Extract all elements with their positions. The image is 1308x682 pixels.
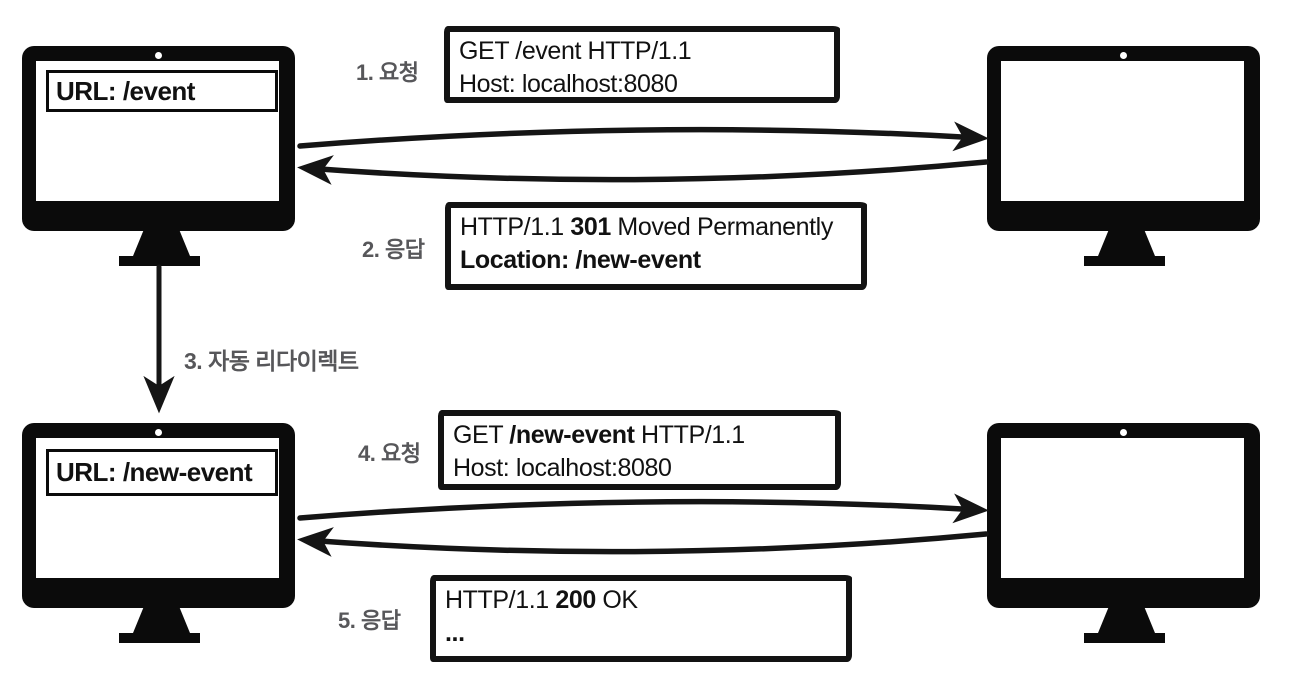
monitor-base xyxy=(1084,633,1165,643)
step-label-5: 5. 응답 xyxy=(338,608,401,633)
response-200-box: HTTP/1.1 200 OK ... xyxy=(430,575,852,662)
request-1-box: GET /event HTTP/1.1 Host: localhost:8080 xyxy=(444,26,840,103)
response-301-line-2: Location: /new-event xyxy=(460,244,852,277)
monitor-screen: URL: /event xyxy=(36,61,279,201)
host-header-text: Host: localhost:8080 xyxy=(459,70,678,98)
client-monitor-bottom-icon: URL: /new-event xyxy=(22,423,295,645)
http-version-text: HTTP/1.1 xyxy=(634,421,745,449)
url-text-bottom: URL: /new-event xyxy=(56,457,253,487)
response-200-line-1: HTTP/1.1 200 OK xyxy=(445,584,837,617)
server-monitor-bottom-icon xyxy=(987,423,1260,645)
webcam-dot-icon xyxy=(155,429,162,436)
webcam-dot-icon xyxy=(155,52,162,59)
monitor-screen: URL: /new-event xyxy=(36,438,279,578)
webcam-dot-icon xyxy=(1120,52,1127,59)
request-1-line-1: GET /event HTTP/1.1 xyxy=(459,35,825,68)
monitor-frame: URL: /new-event xyxy=(22,423,295,608)
response-arrow-top-icon xyxy=(297,155,989,185)
ellipsis-text: ... xyxy=(445,619,465,647)
monitor-stand xyxy=(1098,608,1155,633)
request-1-line-2: Host: localhost:8080 xyxy=(459,68,825,101)
method-text: GET xyxy=(453,421,510,449)
monitor-base xyxy=(119,256,200,266)
server-monitor-top-icon xyxy=(987,46,1260,268)
status-text: Moved Permanently xyxy=(610,213,833,241)
step-label-1: 1. 요청 xyxy=(356,60,419,85)
monitor-frame xyxy=(987,423,1260,608)
host-header-text: Host: localhost:8080 xyxy=(453,454,672,482)
http-version-text: HTTP/1.1 xyxy=(445,586,556,614)
monitor-stand xyxy=(1098,231,1155,256)
response-301-box: HTTP/1.1 301 Moved Permanently Location:… xyxy=(445,202,867,290)
url-text-top: URL: /event xyxy=(56,75,195,106)
status-code-301: 301 xyxy=(570,213,611,241)
arrow-pair-bottom xyxy=(297,493,989,557)
redirect-arrow xyxy=(143,264,175,414)
arrow-pair-top xyxy=(297,121,989,185)
step-label-4: 4. 요청 xyxy=(358,441,421,466)
request-arrow-bottom-icon xyxy=(297,493,989,524)
monitor-frame xyxy=(987,46,1260,231)
request-2-line-1: GET /new-event HTTP/1.1 xyxy=(453,419,826,452)
response-301-line-1: HTTP/1.1 301 Moved Permanently xyxy=(460,211,852,244)
http-version-text: HTTP/1.1 xyxy=(460,213,571,241)
response-arrow-bottom-icon xyxy=(297,527,989,557)
step-label-2: 2. 응답 xyxy=(362,237,425,262)
status-code-200: 200 xyxy=(555,586,596,614)
request-arrow-top-icon xyxy=(297,121,989,152)
request-2-line-2: Host: localhost:8080 xyxy=(453,452,826,485)
monitor-screen xyxy=(1001,438,1244,578)
monitor-base xyxy=(1084,256,1165,266)
request-line-text: GET /event HTTP/1.1 xyxy=(459,37,692,65)
monitor-frame: URL: /event xyxy=(22,46,295,231)
monitor-base xyxy=(119,633,200,643)
location-header-text: Location: /new-event xyxy=(460,246,701,274)
step-label-3: 3. 자동 리다이렉트 xyxy=(184,348,359,374)
response-200-line-2: ... xyxy=(445,617,837,650)
url-bar-top: URL: /event xyxy=(46,70,278,112)
webcam-dot-icon xyxy=(1120,429,1127,436)
monitor-stand xyxy=(133,231,190,256)
status-text: OK xyxy=(595,586,638,614)
request-2-box: GET /new-event HTTP/1.1 Host: localhost:… xyxy=(438,410,841,490)
client-monitor-top-icon: URL: /event xyxy=(22,46,295,268)
url-bar-bottom: URL: /new-event xyxy=(46,449,278,496)
new-path-text: /new-event xyxy=(509,421,635,449)
monitor-screen xyxy=(1001,61,1244,201)
monitor-stand xyxy=(133,608,190,633)
